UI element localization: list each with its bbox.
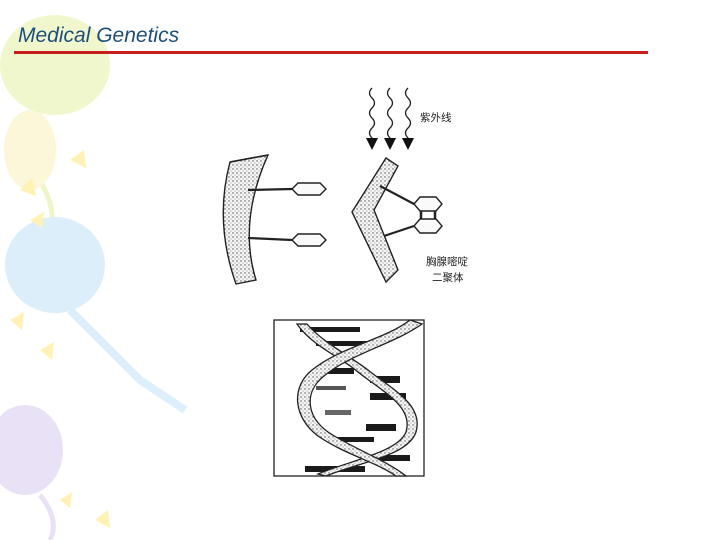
uv-label: 紫外线: [420, 112, 452, 124]
uv-arrowheads: [366, 138, 414, 150]
base-pair: [370, 393, 406, 400]
slide-title: Medical Genetics: [18, 24, 180, 47]
base-pair: [370, 376, 400, 383]
arrowhead: [366, 138, 378, 150]
base-bond: [379, 185, 415, 205]
thymine-dimer: [413, 196, 443, 234]
damaged-strand: [351, 157, 443, 284]
base-pair: [316, 386, 346, 390]
base-pair: [360, 455, 410, 461]
backbone-kinked: [351, 157, 399, 284]
backbone-left: [222, 154, 270, 285]
arrowhead: [384, 138, 396, 150]
thymine-dimer-label-line1: 胸腺嘧啶: [426, 256, 468, 268]
base-pair: [366, 424, 396, 431]
intact-strand: [222, 154, 327, 285]
balloon-purple: [0, 405, 63, 495]
dimer-base-top: [413, 196, 443, 212]
thymine-base: [291, 233, 327, 247]
uv-ray: [368, 87, 376, 148]
balloon-light-yellow: [4, 110, 56, 190]
title-underline: [14, 51, 648, 54]
uv-ray: [404, 87, 412, 148]
dna-helix-panel: [273, 319, 425, 477]
base-pair: [325, 410, 351, 415]
helix-strand-1: [295, 323, 418, 477]
helix-strand-2: [297, 319, 424, 477]
balloon-string: [38, 493, 56, 540]
base-pair: [300, 327, 360, 332]
arrowhead: [402, 138, 414, 150]
backbone-top-edge: [229, 154, 269, 163]
thymine-dimer-label-line2: 二聚体: [432, 272, 464, 284]
uv-ray: [386, 87, 394, 148]
uv-rays: [368, 87, 412, 148]
base-bond: [247, 236, 293, 242]
base-bond: [247, 187, 293, 192]
balloon-yellow-green: [0, 15, 110, 115]
dimer-base-bottom: [413, 218, 443, 234]
base-pair: [338, 437, 374, 442]
base-pair: [320, 368, 354, 374]
balloon-blue: [5, 217, 105, 313]
thymine-base: [291, 182, 327, 196]
balloon-string: [67, 307, 188, 414]
base-bond: [383, 224, 415, 238]
base-pair: [316, 341, 376, 346]
